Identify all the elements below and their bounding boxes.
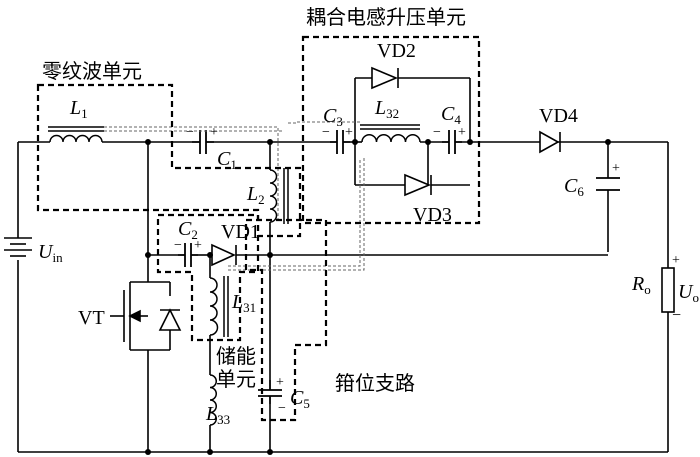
label-c4: C4 [441,103,461,127]
label-ro: Ro [631,273,651,297]
diodes [211,66,561,267]
label-vd3: VD3 [413,204,452,226]
inductors [48,124,421,426]
label-l2: L2 [246,183,265,207]
clamp-branch-title: 箝位支路 [335,371,415,395]
junctions [145,139,611,455]
ripple-unit-title: 零纹波单元 [42,59,142,83]
label-c5: C5 [290,387,310,411]
wires [17,77,669,453]
label-vd1: VD1 [221,221,260,243]
ripple-unit-box [36,83,302,238]
component-labels: L1 C1 L2 C3 L32 C4 C6 C2 L31 L33 C5 Uin … [38,40,699,427]
svg-text:+: + [672,253,680,268]
label-uin: Uin [38,241,63,265]
unit-boxes [36,35,481,422]
label-c2: C2 [178,218,198,242]
svg-text:−: − [174,238,182,253]
label-vd2: VD2 [377,40,416,62]
boost-unit-box [301,35,481,225]
boost-unit-title: 耦合电感升压单元 [306,5,466,29]
label-c6: C6 [564,175,584,199]
label-l32: L32 [374,97,399,121]
storage-unit-title-1: 储能 [216,344,256,368]
coupling-lines [104,121,365,271]
svg-text:−: − [186,125,194,140]
unit-titles: 零纹波单元 耦合电感升压单元 储能 单元 箝位支路 [42,5,466,395]
label-l33: L33 [205,403,230,427]
svg-text:+: + [345,125,353,140]
storage-unit-box [156,213,260,342]
storage-unit-title-2: 单元 [216,367,256,391]
svg-text:−: − [322,125,330,140]
svg-text:−: − [278,401,286,416]
label-vt: VT [78,307,105,329]
dc-source-uin [4,237,32,257]
svg-text:+: + [194,238,202,253]
clamp-branch-box [244,218,328,422]
svg-text:−: − [433,125,441,140]
svg-text:+: + [612,161,620,176]
svg-text:−: − [672,307,681,324]
label-c3: C3 [323,105,343,129]
label-uo: Uo [678,281,699,305]
svg-text:+: + [276,375,284,390]
label-l31: L31 [231,291,256,315]
svg-text:+: + [210,125,218,140]
label-vd4: VD4 [539,105,578,127]
mosfet-vt [128,308,182,331]
label-c1: C1 [217,148,237,172]
svg-text:+: + [458,125,466,140]
label-l1: L1 [69,97,88,121]
resistor-ro [661,267,675,313]
polarity-marks: − + − + − + − + + + − + − [174,125,681,416]
